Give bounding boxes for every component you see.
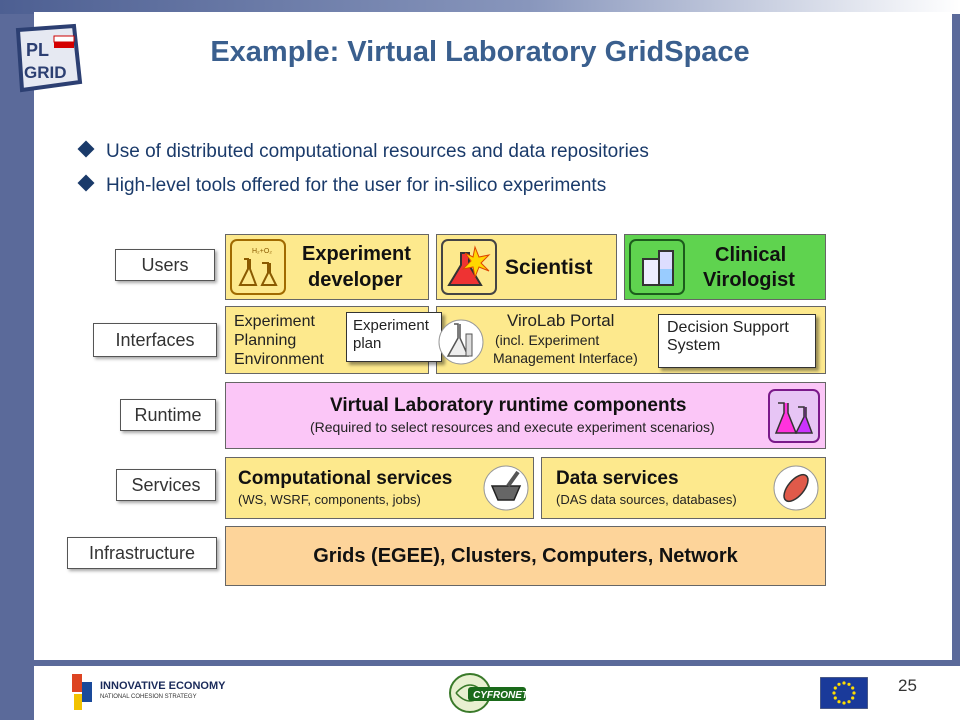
scientist-box: Scientist [436, 234, 617, 300]
virus-icon [773, 465, 819, 511]
layer-label-users: Users [115, 249, 215, 281]
portal-line2: (incl. Experiment [495, 332, 600, 348]
chemistry-flask-icon [438, 319, 484, 365]
virologist-line2: Virologist [703, 269, 795, 291]
virologist-line1: Clinical [715, 244, 787, 266]
page-number: 25 [898, 676, 917, 695]
scientist-label: Scientist [505, 256, 593, 279]
epe-line3: Environment [234, 351, 324, 368]
innovative-economy-text: INNOVATIVE ECONOMY [100, 680, 226, 692]
experiment-plan-note: Experiment plan [346, 312, 442, 362]
flask-icon: H₂+O₂ [230, 239, 286, 295]
epe-line1: Experiment [234, 313, 315, 330]
beaker-icon [629, 239, 685, 295]
runtime-subtitle: (Required to select resources and execut… [310, 419, 715, 435]
layer-label-services: Services [116, 469, 216, 501]
data-title: Data services [556, 468, 679, 489]
bullet-text: High-level tools offered for the user fo… [106, 175, 607, 196]
diamond-bullet-icon [77, 140, 95, 158]
data-subtitle: (DAS data sources, databases) [556, 492, 737, 507]
dss-line1: Decision Support [667, 319, 789, 336]
plgrid-logo: PL GRID [15, 23, 83, 93]
plan-line1: Experiment [353, 317, 429, 334]
experiment-developer-box: H₂+O₂ Experiment developer [225, 234, 429, 300]
logo-line2: GRID [24, 63, 67, 82]
slide-title: Example: Virtual Laboratory GridSpace [210, 36, 750, 68]
data-services-box: Data services (DAS data sources, databas… [541, 457, 826, 519]
runtime-title: Virtual Laboratory runtime components [330, 395, 687, 416]
portal-line1: ViroLab Portal [507, 311, 615, 330]
dss-line2: System [667, 337, 721, 354]
dev-line1: Experiment [302, 243, 411, 265]
portal-line3: Management Interface) [493, 350, 638, 366]
clinical-virologist-box: Clinical Virologist [624, 234, 826, 300]
infra-label: Grids (EGEE), Clusters, Computers, Netwo… [313, 545, 738, 567]
innovative-economy-subtext: NATIONAL COHESION STRATEGY [100, 694, 197, 700]
layer-label-infrastructure: Infrastructure [67, 537, 217, 569]
bullet-item: High-level tools offered for the user fo… [77, 174, 607, 197]
chemistry-icon [768, 389, 820, 443]
cyfronet-logo: CYFRONET [449, 673, 528, 713]
layer-label-runtime: Runtime [120, 399, 216, 431]
decision-support-note: Decision Support System [658, 314, 816, 368]
comp-title: Computational services [238, 468, 453, 489]
plan-line2: plan [353, 335, 382, 352]
layer-label-interfaces: Interfaces [93, 323, 217, 357]
epe-line2: Planning [234, 332, 297, 349]
mortar-icon [483, 465, 529, 511]
eu-flag-icon [820, 677, 868, 709]
logo-line1: PL [26, 40, 49, 60]
computational-services-box: Computational services (WS, WSRF, compon… [225, 457, 534, 519]
infrastructure-box: Grids (EGEE), Clusters, Computers, Netwo… [225, 526, 826, 586]
comp-subtitle: (WS, WSRF, components, jobs) [238, 492, 421, 507]
top-gradient-bar [0, 0, 960, 14]
bullet-text: Use of distributed computational resourc… [106, 141, 649, 162]
runtime-components-box: Virtual Laboratory runtime components (R… [225, 382, 826, 449]
innovative-economy-logo-icon [72, 674, 92, 710]
bullet-item: Use of distributed computational resourc… [77, 140, 649, 163]
diamond-bullet-icon [77, 174, 95, 192]
svg-text:H₂+O₂: H₂+O₂ [252, 248, 272, 255]
dev-line2: developer [308, 269, 403, 291]
cyfronet-text: CYFRONET [473, 690, 528, 701]
explosion-flask-icon [441, 239, 497, 295]
